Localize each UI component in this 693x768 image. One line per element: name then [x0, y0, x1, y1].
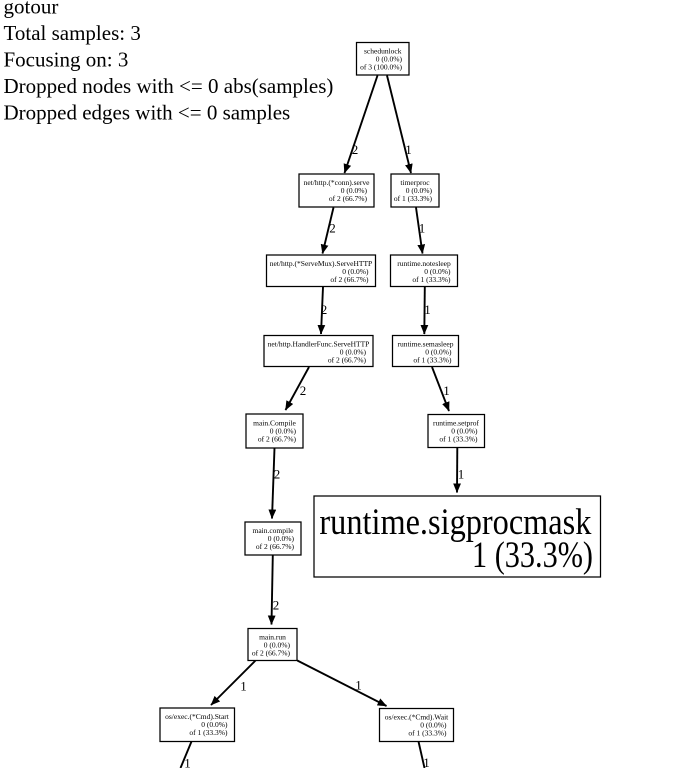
svg-text:runtime.sigprocmask: runtime.sigprocmask: [319, 502, 591, 543]
svg-text:timerproc: timerproc: [400, 178, 430, 187]
svg-text:of 1 (33.3%): of 1 (33.3%): [189, 728, 228, 737]
svg-text:main.run: main.run: [259, 633, 286, 642]
svg-text:0 (0.0%): 0 (0.0%): [451, 427, 478, 436]
svg-text:Dropped nodes with <= 0 abs(sa: Dropped nodes with <= 0 abs(samples): [4, 74, 334, 98]
svg-text:1: 1: [355, 678, 362, 693]
svg-text:Total samples: 3: Total samples: 3: [4, 21, 141, 45]
svg-text:0 (0.0%): 0 (0.0%): [340, 348, 367, 357]
svg-text:of 1 (33.3%): of 1 (33.3%): [412, 275, 451, 284]
svg-text:1: 1: [184, 756, 191, 768]
svg-text:0 (0.0%): 0 (0.0%): [270, 427, 297, 436]
svg-text:net/http.(*ServeMux).ServeHTTP: net/http.(*ServeMux).ServeHTTP: [270, 259, 372, 268]
svg-text:os/exec.(*Cmd).Start: os/exec.(*Cmd).Start: [165, 712, 230, 721]
svg-text:net/http.HandlerFunc.ServeHTTP: net/http.HandlerFunc.ServeHTTP: [268, 340, 370, 349]
svg-text:1: 1: [240, 679, 247, 694]
svg-text:Dropped edges with <= 0 sample: Dropped edges with <= 0 samples: [4, 101, 291, 125]
svg-text:of 2 (66.7%): of 2 (66.7%): [256, 542, 295, 551]
svg-text:1: 1: [443, 383, 450, 398]
svg-text:0 (0.0%): 0 (0.0%): [201, 720, 228, 729]
svg-text:0 (0.0%): 0 (0.0%): [264, 641, 291, 650]
svg-text:1: 1: [419, 221, 426, 236]
svg-text:0 (0.0%): 0 (0.0%): [420, 721, 447, 730]
svg-text:2: 2: [352, 142, 359, 157]
svg-text:1: 1: [458, 467, 465, 482]
svg-text:main.Compile: main.Compile: [253, 419, 296, 428]
svg-text:of 1 (33.3%): of 1 (33.3%): [394, 194, 433, 203]
svg-text:of 1 (33.3%): of 1 (33.3%): [439, 435, 478, 444]
svg-text:2: 2: [321, 302, 328, 317]
svg-text:0 (0.0%): 0 (0.0%): [424, 267, 451, 276]
svg-text:of 2 (66.7%): of 2 (66.7%): [258, 435, 297, 444]
svg-text:2: 2: [329, 221, 336, 236]
svg-text:2: 2: [300, 383, 307, 398]
svg-text:2: 2: [273, 598, 280, 613]
svg-text:of 1 (33.3%): of 1 (33.3%): [413, 356, 452, 365]
svg-text:runtime.setprof: runtime.setprof: [433, 419, 480, 428]
svg-text:1: 1: [405, 142, 412, 157]
svg-text:0 (0.0%): 0 (0.0%): [376, 55, 403, 64]
svg-text:1: 1: [423, 755, 430, 768]
svg-text:of 1 (33.3%): of 1 (33.3%): [408, 729, 447, 738]
svg-text:os/exec.(*Cmd).Wait: os/exec.(*Cmd).Wait: [385, 713, 449, 722]
svg-text:1 (33.3%): 1 (33.3%): [472, 535, 593, 576]
svg-text:of 2 (66.7%): of 2 (66.7%): [330, 275, 369, 284]
svg-text:0 (0.0%): 0 (0.0%): [406, 186, 433, 195]
svg-text:net/http.(*conn).serve: net/http.(*conn).serve: [304, 178, 370, 187]
svg-text:runtime.semasleep: runtime.semasleep: [397, 340, 453, 349]
svg-text:of 2 (66.7%): of 2 (66.7%): [252, 649, 291, 658]
svg-text:0 (0.0%): 0 (0.0%): [341, 186, 368, 195]
svg-text:main.compile: main.compile: [252, 526, 294, 535]
svg-text:of 3 (100.0%): of 3 (100.0%): [360, 63, 402, 72]
svg-text:1: 1: [424, 302, 431, 317]
svg-text:gotour: gotour: [4, 0, 59, 19]
svg-text:of 2 (66.7%): of 2 (66.7%): [329, 194, 368, 203]
svg-text:0 (0.0%): 0 (0.0%): [342, 267, 369, 276]
svg-text:runtime.notesleep: runtime.notesleep: [397, 259, 451, 268]
svg-text:0 (0.0%): 0 (0.0%): [268, 534, 295, 543]
svg-text:schedunlock: schedunlock: [364, 47, 402, 56]
svg-text:of 2 (66.7%): of 2 (66.7%): [328, 356, 367, 365]
svg-text:0 (0.0%): 0 (0.0%): [425, 348, 452, 357]
svg-text:2: 2: [274, 467, 281, 482]
svg-text:Focusing on: 3: Focusing on: 3: [4, 48, 129, 72]
